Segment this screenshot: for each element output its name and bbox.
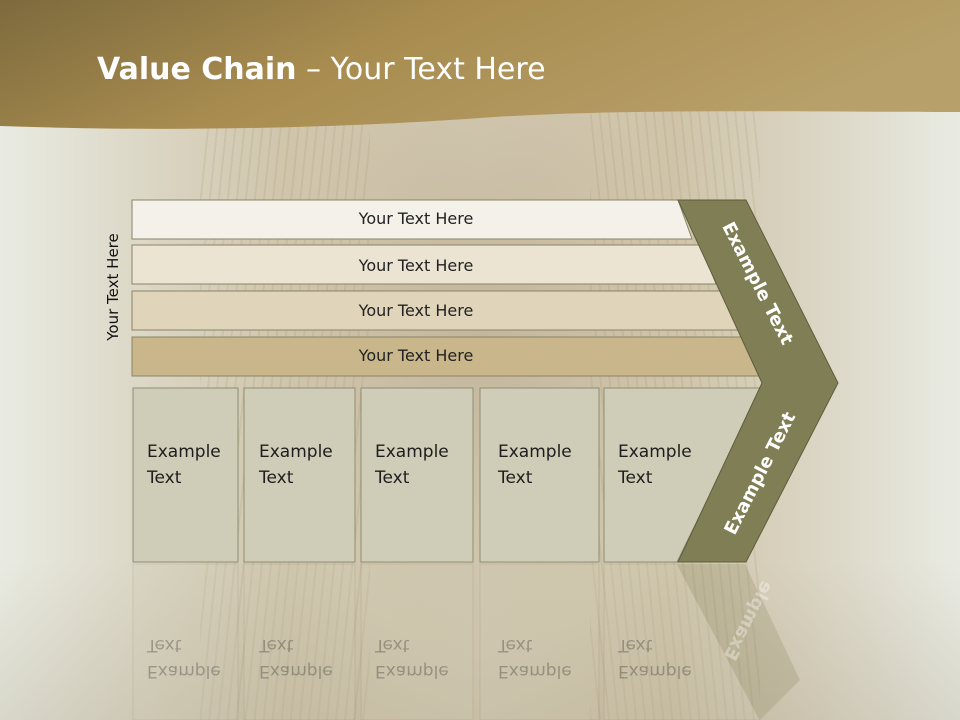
support-bar-label-3: Your Text Here: [358, 301, 474, 320]
activity-box-5: [603, 387, 763, 563]
header-band: [0, 0, 960, 129]
activity-box-1: [132, 387, 239, 563]
support-bar-1: [131, 199, 693, 240]
activity-box-2: [243, 387, 356, 563]
activity-reflection: [132, 563, 800, 720]
support-bar-2: [131, 244, 717, 285]
activity-box-3: [360, 387, 474, 563]
margin-chevron: [677, 199, 839, 563]
support-bar-label-2: Your Text Here: [358, 256, 474, 275]
support-bar-label-1: Your Text Here: [358, 209, 474, 228]
title-rest: – Your Text Here: [296, 52, 546, 87]
activity-box-4: [479, 387, 600, 563]
slide-title: Value Chain – Your Text Here: [97, 52, 546, 96]
support-bar-label-4: Your Text Here: [358, 346, 474, 365]
background-lower-shade: [0, 560, 960, 720]
title-bold: Value Chain: [97, 52, 297, 87]
